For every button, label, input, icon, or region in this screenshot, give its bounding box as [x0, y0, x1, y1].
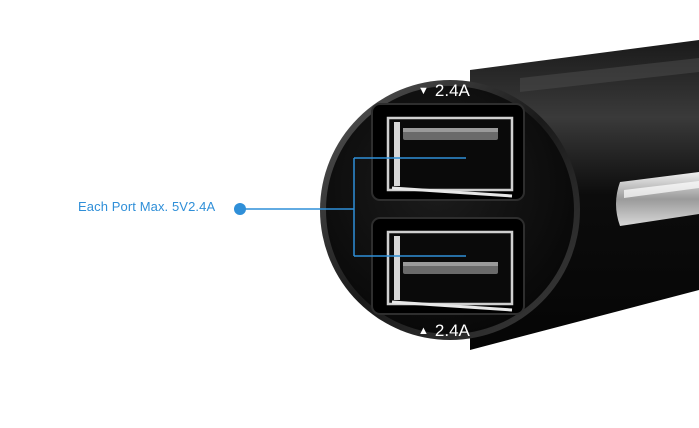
- down-arrow-icon: ▼: [418, 85, 429, 97]
- barrel-highlight: [520, 58, 699, 92]
- port-rating-top-text: 2.4A: [434, 81, 470, 100]
- clip-shine: [624, 181, 699, 198]
- usb-port-bottom: [371, 217, 525, 315]
- callout-dot: [234, 203, 246, 215]
- callout-label: Each Port Max. 5V2.4A: [78, 199, 216, 214]
- up-arrow-icon: ▲: [418, 325, 429, 337]
- port-rating-bottom: ▲ 2.4A: [418, 321, 470, 341]
- usb-port-top: [371, 103, 525, 201]
- port-rating-top: ▼ 2.4A: [418, 81, 470, 101]
- callout-connector: [234, 157, 466, 257]
- port-rating-bottom-text: 2.4A: [434, 321, 470, 340]
